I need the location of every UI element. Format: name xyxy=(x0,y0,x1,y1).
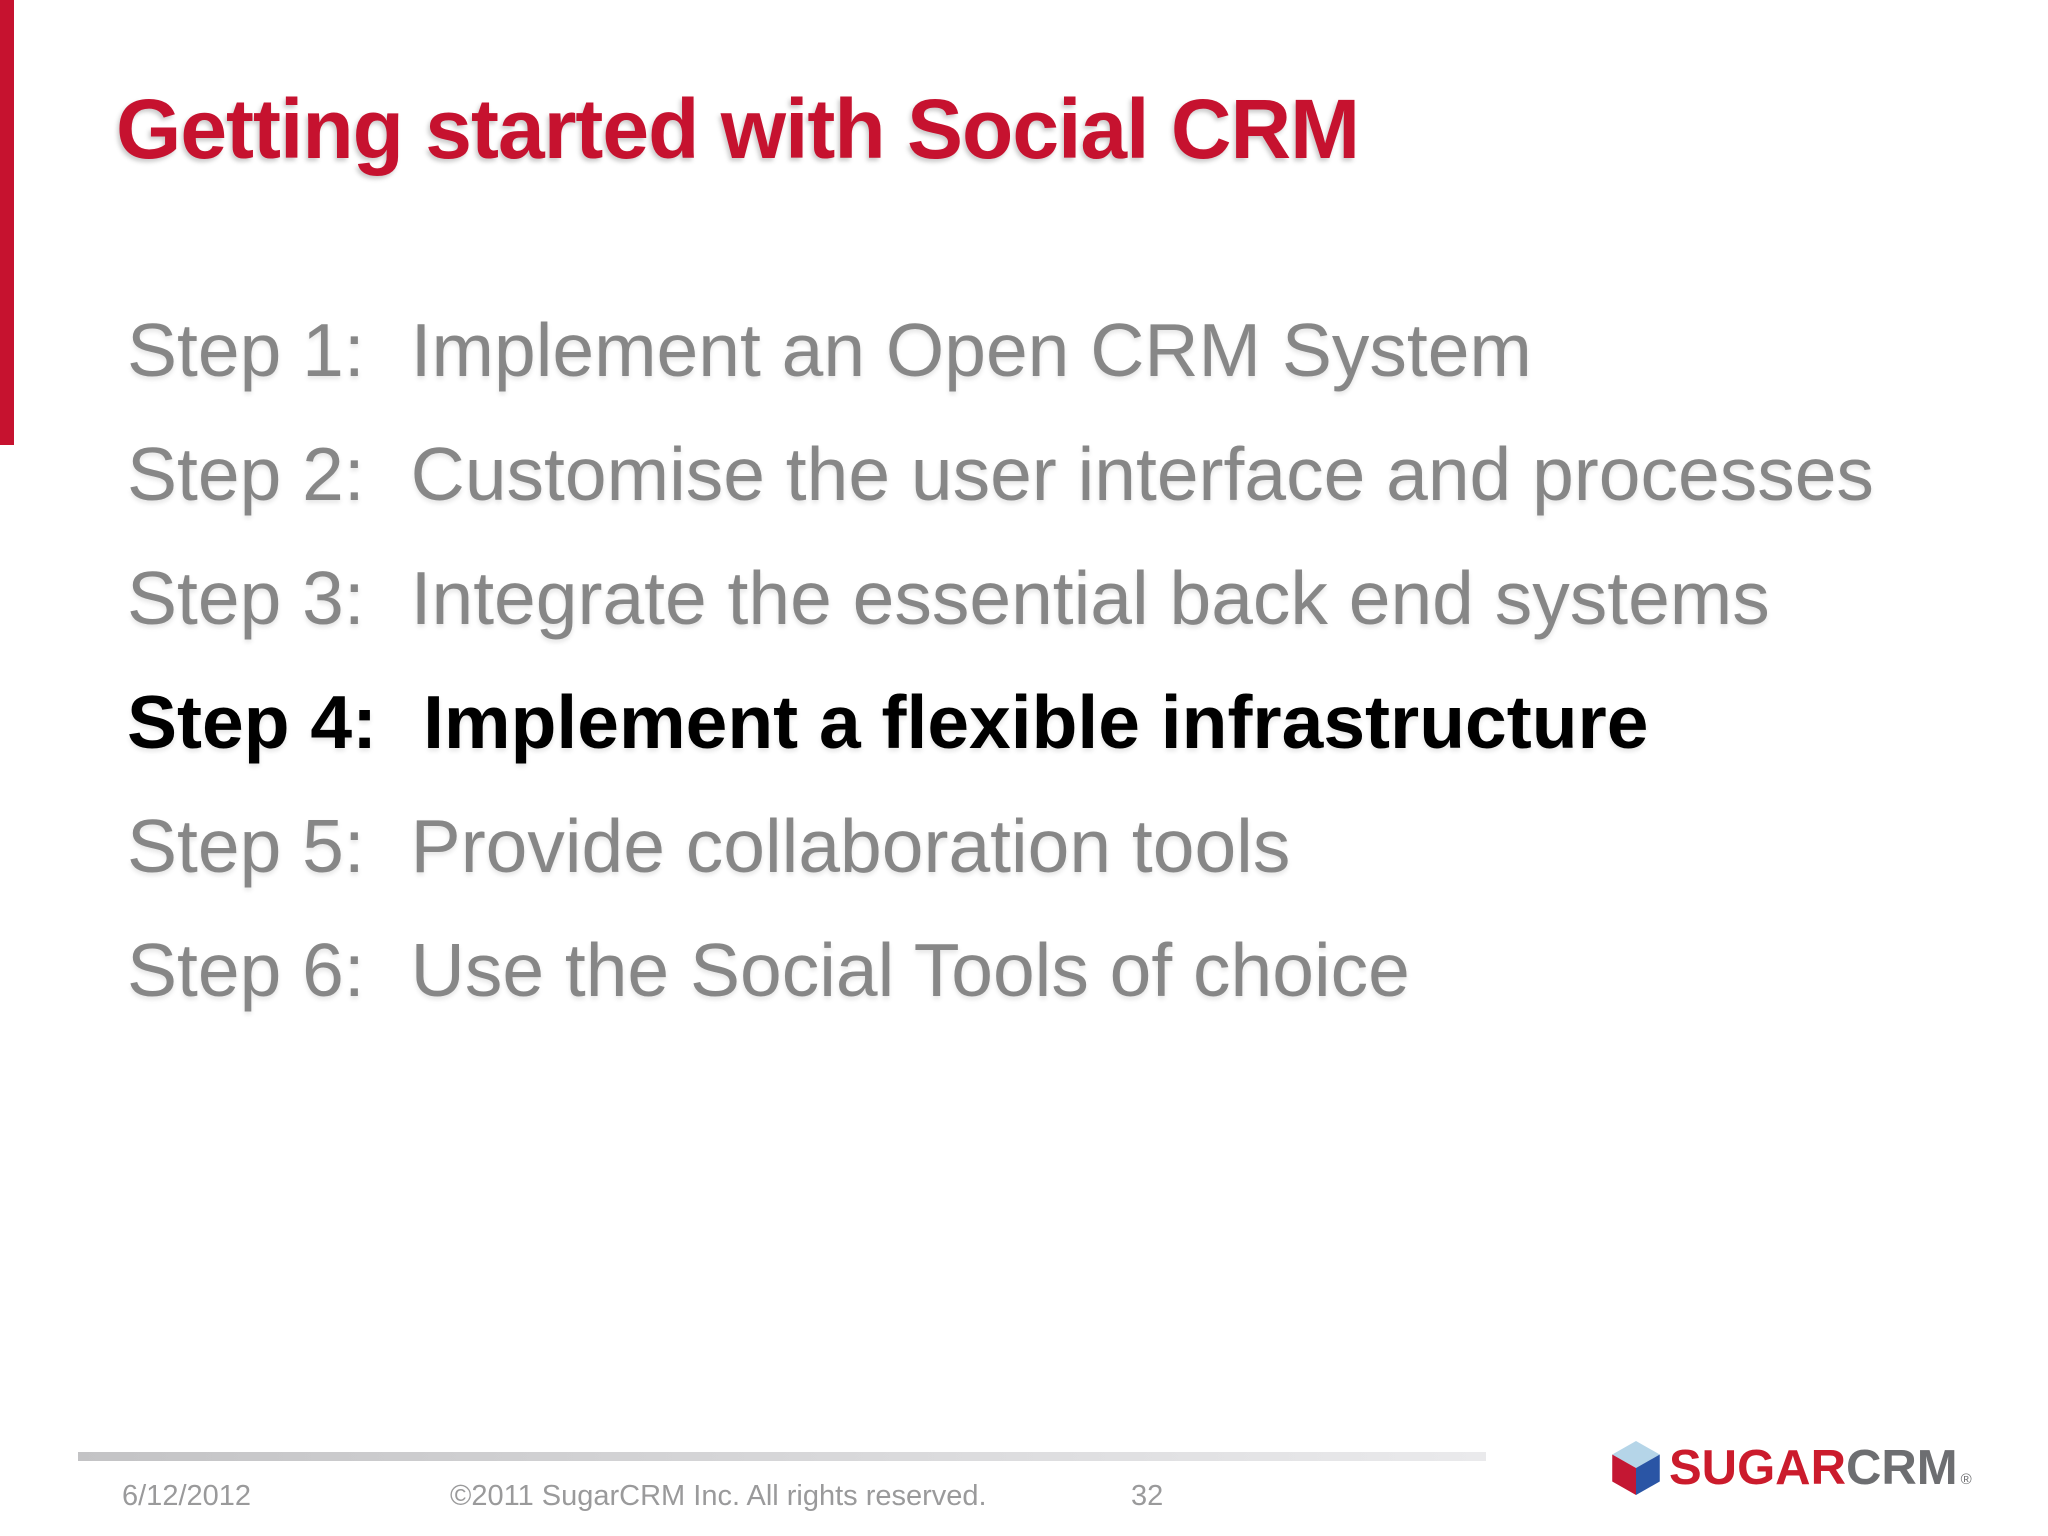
footer-page-number: 32 xyxy=(1131,1480,1164,1512)
step-text: Implement an Open CRM System xyxy=(410,308,1532,392)
step-item-5: Step 5: Provide collaboration tools xyxy=(127,784,1874,908)
step-text: Customise the user interface and process… xyxy=(410,432,1874,516)
step-label: Step 3: xyxy=(127,556,365,640)
logo-text-crm: CRM xyxy=(1845,1440,1958,1495)
step-text: Provide collaboration tools xyxy=(410,804,1291,888)
logo-text-sugar: SUGAR xyxy=(1669,1440,1846,1495)
step-item-6: Step 6: Use the Social Tools of choice xyxy=(127,908,1874,1032)
step-item-3: Step 3: Integrate the essential back end … xyxy=(127,536,1874,660)
step-text: Integrate the essential back end systems xyxy=(410,556,1770,640)
step-label: Step 2: xyxy=(127,432,365,516)
step-label: Step 6: xyxy=(127,928,365,1012)
step-label: Step 4: xyxy=(127,680,378,764)
step-label: Step 1: xyxy=(127,308,365,392)
step-text: Use the Social Tools of choice xyxy=(410,928,1410,1012)
steps-list: Step 1: Implement an Open CRM System Step… xyxy=(127,288,1874,1032)
left-accent-bar xyxy=(0,0,14,445)
step-item-4-highlighted: Step 4: Implement a flexible infrastructu… xyxy=(127,660,1874,784)
slide-title: Getting started with Social CRM xyxy=(116,82,1360,176)
sugarcrm-cube-icon xyxy=(1612,1441,1660,1495)
sugarcrm-logo: SUGARCRM ® xyxy=(1612,1441,1972,1495)
step-item-2: Step 2: Customise the user interface and … xyxy=(127,412,1874,536)
footer-divider xyxy=(78,1452,1486,1461)
registered-trademark-icon: ® xyxy=(1960,1471,1972,1488)
step-label: Step 5: xyxy=(127,804,365,888)
sugarcrm-wordmark: SUGARCRM xyxy=(1669,1440,1958,1495)
step-text: Implement a flexible infrastructure xyxy=(423,680,1649,764)
footer-date: 6/12/2012 xyxy=(122,1480,252,1512)
footer-copyright: ©2011 SugarCRM Inc. All rights reserved. xyxy=(450,1480,987,1512)
step-item-1: Step 1: Implement an Open CRM System xyxy=(127,288,1874,412)
